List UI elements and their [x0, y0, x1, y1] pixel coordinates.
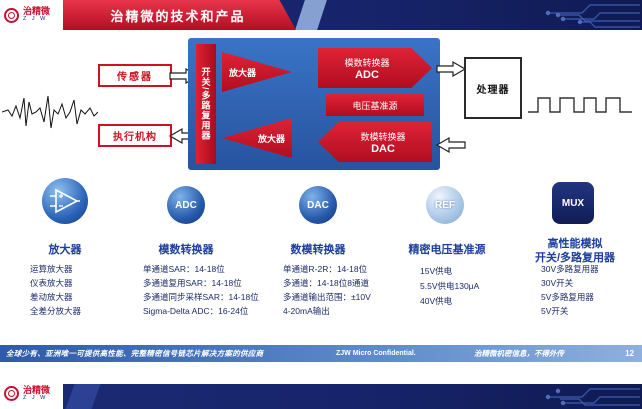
footer-tagline: 全球少有、亚洲唯一可提供高性能、完整精密信号链芯片解决方案的供应商	[6, 349, 264, 358]
adc-icon: ADC	[167, 186, 205, 224]
vref-product-list: 15V供电 5.5V供电130μA 40V供电	[420, 264, 479, 309]
list-item: 5V多路复用器	[541, 292, 594, 302]
header-bar: 治精微的技术和产品	[0, 0, 642, 30]
vref-block: 电压基准源	[326, 94, 424, 116]
category-title-dac: 数模转换器	[290, 244, 346, 256]
amplifier-label: 放大器	[229, 67, 257, 78]
page-number: 12	[625, 349, 634, 358]
digital-waveform-icon	[528, 97, 632, 113]
amplifier-return-shape: 放大器	[222, 118, 292, 158]
sensor-box: 传感器	[98, 64, 172, 87]
analog-waveform-icon	[2, 95, 98, 129]
bottom-bar	[0, 384, 642, 409]
list-item: 40V供电	[420, 296, 453, 306]
list-item: 15V供电	[420, 266, 453, 276]
ref-icon-label: REF	[435, 199, 455, 211]
list-item: 5.5V供电130μA	[420, 281, 480, 291]
dac-block: 数模转换器 DAC	[318, 122, 432, 162]
list-item: 多通道同步采样SAR：14-18位	[143, 292, 259, 302]
vref-block-label: 电压基准源	[352, 100, 398, 111]
zjw-logo: 治精微 Z J W	[0, 0, 63, 30]
mux-switch-bar: 开关/多路复用器	[196, 44, 216, 164]
zjw-logo-sub: Z J W	[23, 16, 48, 23]
list-item: 多通道输出范围：±10V	[283, 292, 371, 302]
amplifier-product-list: 运算放大器 仪表放大器 差动放大器 全差分放大器	[30, 262, 81, 318]
actuator-label: 执行机构	[113, 132, 157, 143]
zjw-logo-name: 治精微	[23, 6, 51, 17]
dac-block-abbr: DAC	[371, 142, 395, 155]
processor-box: 处理器	[464, 57, 522, 119]
adc-icon-label: ADC	[175, 199, 197, 211]
zjw-logo-text: 治精微 Z J W	[23, 7, 50, 23]
category-title-amplifier: 放大器	[48, 244, 82, 256]
list-item: 4-20mA输出	[283, 306, 330, 316]
zjw-logo-name: 治精微	[23, 384, 51, 395]
adc-block-title: 模数转换器	[344, 57, 390, 68]
list-item: 仪表放大器	[30, 278, 73, 288]
circuit-pattern-icon	[545, 4, 640, 28]
amplifier-forward-shape: 放大器	[222, 52, 292, 92]
list-item: Sigma-Delta ADC：16-24位	[143, 306, 249, 316]
dac-icon-label: DAC	[307, 199, 329, 211]
mux-product-list: 30V多路复用器 30V开关 5V多路复用器 5V开关	[541, 262, 599, 318]
category-title-vref: 精密电压基准源	[408, 244, 486, 256]
processor-label: 处理器	[476, 84, 510, 96]
amplifier-label: 放大器	[257, 133, 285, 144]
ref-icon: REF	[426, 186, 464, 224]
dac-block-title: 数模转换器	[360, 131, 406, 142]
category-title-mux: 高性能模拟 开关/多路复用器	[512, 237, 638, 266]
adc-block: 模数转换器 ADC	[318, 48, 432, 88]
list-item: 5V开关	[541, 306, 569, 316]
adc-product-list: 单通道SAR：14-18位 多通道复用SAR：14-18位 多通道同步采样SAR…	[143, 262, 259, 318]
opamp-icon	[42, 178, 88, 224]
list-item: 单通道R-2R：14-18位	[283, 264, 368, 274]
zjw-logo: 治精微 Z J W	[0, 378, 63, 409]
category-title-adc: 模数转换器	[158, 244, 214, 256]
list-item: 全差分放大器	[30, 306, 82, 316]
list-item: 多通道：14-18位8通道	[283, 278, 369, 288]
category-title-line: 高性能模拟	[547, 238, 603, 250]
list-item: 30V开关	[541, 278, 574, 288]
footer-band: 全球少有、亚洲唯一可提供高性能、完整精密信号链芯片解决方案的供应商 ZJW Mi…	[0, 345, 642, 362]
mux-bar-label: 开关/多路复用器	[200, 67, 211, 141]
list-item: 30V多路复用器	[541, 264, 599, 274]
circuit-pattern-icon	[545, 388, 640, 406]
zjw-logo-text: 治精微 Z J W	[23, 384, 51, 402]
category-title-line: 开关/多路复用器	[534, 252, 616, 265]
flow-arrow-left-icon	[436, 136, 466, 154]
footer-notice: 治精微机密信息，不得外传	[474, 349, 564, 358]
zjw-logo-ring-icon	[4, 386, 19, 401]
page-title: 治精微的技术和产品	[110, 8, 246, 24]
zjw-logo-sub: Z J W	[23, 394, 48, 401]
footer-confidential: ZJW Micro Confidential.	[336, 350, 416, 357]
mux-icon: MUX	[552, 182, 594, 224]
signal-chain-block: 开关/多路复用器 放大器 放大器 模数转换器 ADC 电压基准源 数模转换器 D…	[188, 38, 440, 170]
dac-icon: DAC	[299, 186, 337, 224]
list-item: 运算放大器	[30, 264, 73, 274]
slide-title-band: 治精微的技术和产品	[60, 0, 296, 30]
list-item: 多通道复用SAR：14-18位	[143, 278, 242, 288]
header-accent-stripe	[295, 0, 327, 30]
mux-icon-label: MUX	[561, 197, 585, 209]
sensor-label: 传感器	[117, 72, 153, 83]
flow-arrow-right-icon	[436, 60, 466, 78]
zjw-logo-ring-icon	[4, 7, 19, 23]
list-item: 单通道SAR：14-18位	[143, 264, 225, 274]
actuator-box: 执行机构	[98, 124, 172, 147]
dac-product-list: 单通道R-2R：14-18位 多通道：14-18位8通道 多通道输出范围：±10…	[283, 262, 371, 318]
adc-block-abbr: ADC	[355, 68, 379, 81]
list-item: 差动放大器	[30, 292, 73, 302]
